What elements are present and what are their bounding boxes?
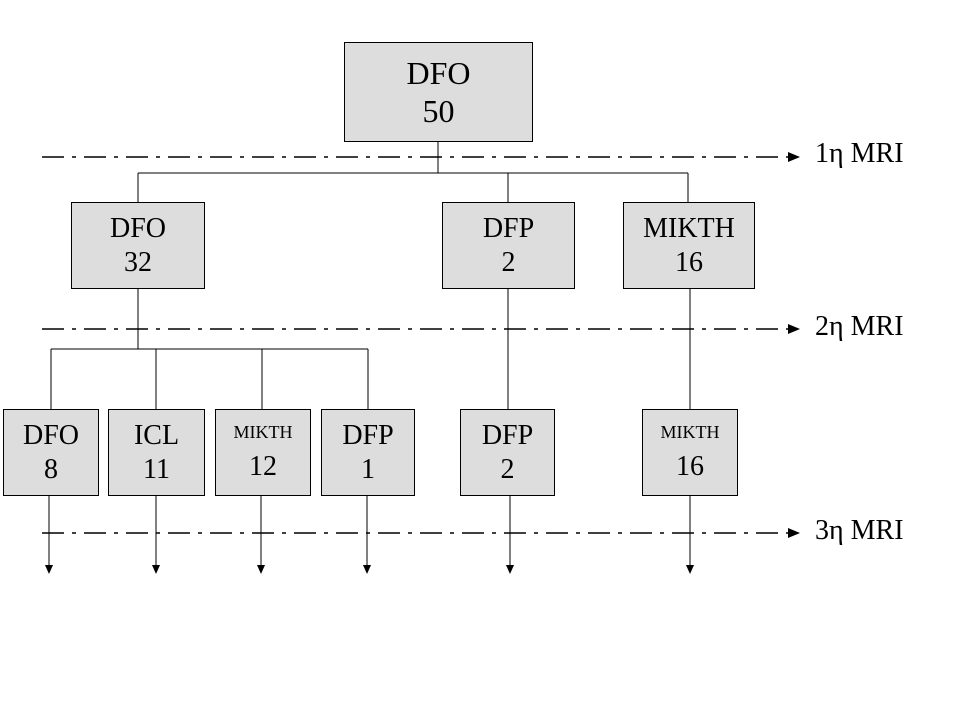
node-level3-dfp-a: DFP 1 — [321, 409, 415, 496]
node-label: DFP — [482, 212, 535, 244]
output-arrowhead-mikth16 — [686, 565, 694, 574]
level-1-label: 1η MRI — [815, 138, 904, 169]
node-label: DFO — [22, 419, 79, 451]
node-value: 16 — [675, 246, 703, 278]
node-level3-dfo: DFO 8 — [3, 409, 99, 496]
node-value: 11 — [143, 453, 170, 485]
level-3-label: 3η MRI — [815, 515, 904, 546]
level-1-arrowhead — [788, 152, 800, 162]
level-2-arrowhead — [788, 324, 800, 334]
node-value: 2 — [500, 453, 515, 485]
node-level2-dfp: DFP 2 — [442, 202, 575, 289]
node-value: 2 — [501, 246, 516, 278]
node-label: ICL — [133, 419, 180, 451]
output-arrowhead-dfp2 — [506, 565, 514, 574]
node-label: DFO — [109, 212, 166, 244]
node-value: 16 — [676, 450, 704, 482]
output-arrowheads — [45, 565, 694, 574]
level-3-arrowhead — [788, 528, 800, 538]
output-arrowhead-mikth12 — [257, 565, 265, 574]
node-level3-dfp-b: DFP 2 — [460, 409, 555, 496]
node-value: 8 — [44, 453, 58, 485]
level-lines — [42, 152, 800, 538]
node-value: 12 — [249, 450, 277, 482]
node-level3-mikth-b: MIKTH 16 — [642, 409, 738, 496]
node-level2-mikth: MIKTH 16 — [623, 202, 755, 289]
node-label: DFP — [481, 419, 534, 451]
node-level2-dfo: DFO 32 — [71, 202, 205, 289]
output-arrowhead-dfo8 — [45, 565, 53, 574]
node-label: DFP — [342, 419, 394, 451]
node-level3-mikth-a: MIKTH 12 — [215, 409, 311, 496]
output-arrowhead-icl11 — [152, 565, 160, 574]
node-value: 50 — [422, 93, 455, 129]
node-root: DFO 50 — [344, 42, 533, 142]
node-label: DFO — [406, 54, 471, 91]
node-label: MIKTH — [643, 212, 735, 244]
node-label: MIKTH — [233, 421, 293, 442]
output-arrowhead-dfp1 — [363, 565, 371, 574]
node-value: 32 — [124, 246, 152, 278]
connectors — [48, 142, 691, 568]
node-label: MIKTH — [660, 421, 720, 442]
node-level3-icl: ICL 11 — [108, 409, 205, 496]
node-value: 1 — [361, 453, 375, 485]
level-2-label: 2η MRI — [815, 311, 904, 342]
